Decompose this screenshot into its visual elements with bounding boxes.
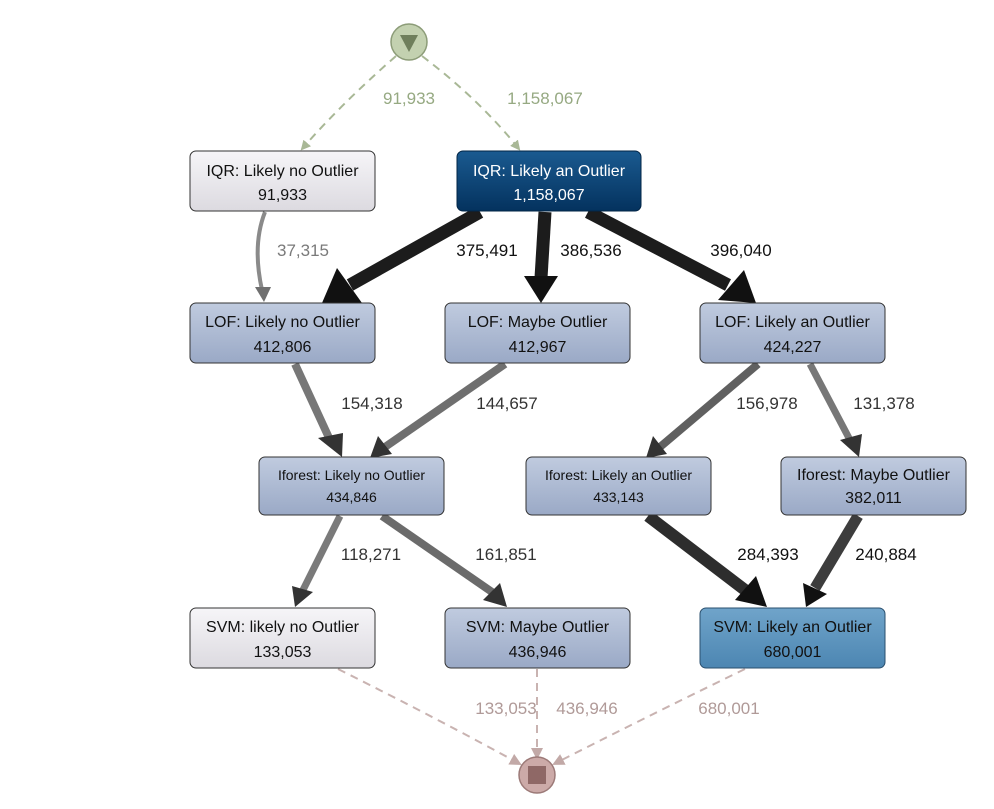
- node-count: 433,143: [593, 489, 644, 505]
- node-count: 1,158,067: [513, 187, 584, 204]
- edge-labels: 91,933 1,158,067 37,315 375,491 386,536 …: [277, 89, 917, 718]
- edge-svm-yes-end: [552, 668, 746, 765]
- arrowhead: [322, 268, 362, 303]
- edge-label-if-no-svm-no: 118,271: [341, 545, 401, 564]
- edge-label-svm-yes-end: 680,001: [698, 699, 759, 718]
- edge-label-start-iqr-yes: 1,158,067: [507, 89, 583, 108]
- edge-if-maybe-svm-yes: [810, 513, 863, 591]
- start-node[interactable]: [390, 23, 428, 61]
- node-count: 133,053: [254, 644, 312, 661]
- edge-svm-no-end: [337, 668, 522, 765]
- triangle-down-icon: [400, 35, 418, 52]
- node-count: 424,227: [764, 339, 822, 356]
- node-iforest-likely-no-outlier[interactable]: Iforest: Likely no Outlier 434,846: [258, 456, 445, 516]
- node-count: 412,806: [254, 339, 312, 356]
- edge-lof-no-if-no: [291, 362, 334, 442]
- edge-iqr-yes-lof-no: [346, 206, 484, 291]
- edge-label-iqr-yes-lof-no: 375,491: [456, 241, 517, 260]
- node-count: 436,946: [509, 644, 567, 661]
- edge-lof-maybe-if-no: [382, 360, 508, 451]
- node-title: Iforest: Likely no Outlier: [278, 467, 425, 483]
- node-lof-likely-no-outlier[interactable]: LOF: Likely no Outlier 412,806: [189, 302, 376, 364]
- node-count: 412,967: [509, 339, 567, 356]
- edge-start-iqr-yes: [421, 55, 521, 151]
- node-title: LOF: Likely an Outlier: [715, 314, 870, 331]
- edge-iqr-no-lof-no: [255, 211, 267, 291]
- node-count: 91,933: [258, 187, 307, 204]
- node-svm-likely-an-outlier[interactable]: SVM: Likely an Outlier 680,001: [699, 607, 886, 669]
- node-title: SVM: Maybe Outlier: [466, 619, 610, 636]
- edge-label-lof-no-if-no: 154,318: [341, 394, 402, 413]
- edge-if-no-svm-maybe: [379, 512, 495, 596]
- edge-lof-yes-if-maybe: [806, 362, 854, 442]
- node-lof-maybe-outlier[interactable]: LOF: Maybe Outlier 412,967: [444, 302, 631, 364]
- arrowhead: [803, 583, 827, 607]
- node-lof-likely-an-outlier[interactable]: LOF: Likely an Outlier 424,227: [699, 302, 886, 364]
- edge-label-iqr-yes-lof-yes: 396,040: [710, 241, 771, 260]
- edge-label-if-maybe-svm-yes: 240,884: [855, 545, 916, 564]
- node-title: Iforest: Maybe Outlier: [797, 467, 951, 484]
- node-title: Iforest: Likely an Outlier: [545, 467, 692, 483]
- start-edges: [300, 55, 521, 151]
- arrowhead: [292, 586, 313, 607]
- edge-if-no-svm-no: [299, 514, 344, 592]
- edge-iqr-yes-lof-maybe: [534, 211, 552, 279]
- edge-label-lof-yes-if-yes: 156,978: [736, 394, 797, 413]
- edge-label-lof-maybe-if-no: 144,657: [476, 394, 537, 413]
- node-title: SVM: Likely an Outlier: [713, 619, 872, 636]
- node-svm-maybe-outlier[interactable]: SVM: Maybe Outlier 436,946: [444, 607, 631, 669]
- node-count: 382,011: [845, 490, 902, 507]
- node-title: IQR: Likely no Outlier: [206, 163, 359, 180]
- edge-label-svm-maybe-end: 436,946: [556, 699, 617, 718]
- edge-label-iqr-no-lof-no: 37,315: [277, 241, 329, 260]
- edge-label-if-yes-svm-yes: 284,393: [737, 545, 798, 564]
- node-svm-likely-no-outlier[interactable]: SVM: likely no Outlier 133,053: [189, 607, 376, 669]
- node-title: IQR: Likely an Outlier: [473, 163, 626, 180]
- edge-label-start-iqr-no: 91,933: [383, 89, 435, 108]
- edge-iqr-yes-lof-yes: [584, 206, 732, 291]
- flow-edges: [255, 206, 863, 607]
- arrowhead: [524, 276, 558, 303]
- edge-if-yes-svm-yes: [644, 511, 749, 595]
- end-node[interactable]: [518, 756, 556, 794]
- square-stop-icon: [528, 766, 546, 784]
- arrowhead: [646, 436, 667, 458]
- node-iqr-likely-an-outlier[interactable]: IQR: Likely an Outlier 1,158,067: [456, 150, 642, 212]
- node-iforest-likely-an-outlier[interactable]: Iforest: Likely an Outlier 433,143: [525, 456, 712, 516]
- node-count: 680,001: [764, 644, 822, 661]
- arrowhead: [718, 270, 756, 303]
- arrowhead: [370, 436, 392, 458]
- arrowhead: [318, 433, 343, 457]
- edge-lof-yes-if-yes: [657, 360, 761, 451]
- node-title: LOF: Likely no Outlier: [205, 314, 360, 331]
- node-iqr-likely-no-outlier[interactable]: IQR: Likely no Outlier 91,933: [189, 150, 376, 212]
- edge-label-if-no-svm-maybe: 161,851: [475, 545, 536, 564]
- edge-label-lof-yes-if-maybe: 131,378: [853, 394, 914, 413]
- arrowhead: [255, 287, 271, 302]
- edge-start-iqr-no: [300, 55, 397, 151]
- arrowhead: [735, 576, 767, 607]
- arrowhead: [840, 434, 862, 457]
- node-count: 434,846: [326, 489, 377, 505]
- edge-label-iqr-yes-lof-maybe: 386,536: [560, 241, 621, 260]
- node-title: LOF: Maybe Outlier: [468, 314, 608, 331]
- end-edges: [337, 668, 746, 765]
- node-title: SVM: likely no Outlier: [206, 619, 360, 636]
- edge-label-svm-no-end: 133,053: [475, 699, 536, 718]
- arrowhead: [483, 583, 507, 607]
- node-iforest-maybe-outlier[interactable]: Iforest: Maybe Outlier 382,011: [780, 456, 967, 516]
